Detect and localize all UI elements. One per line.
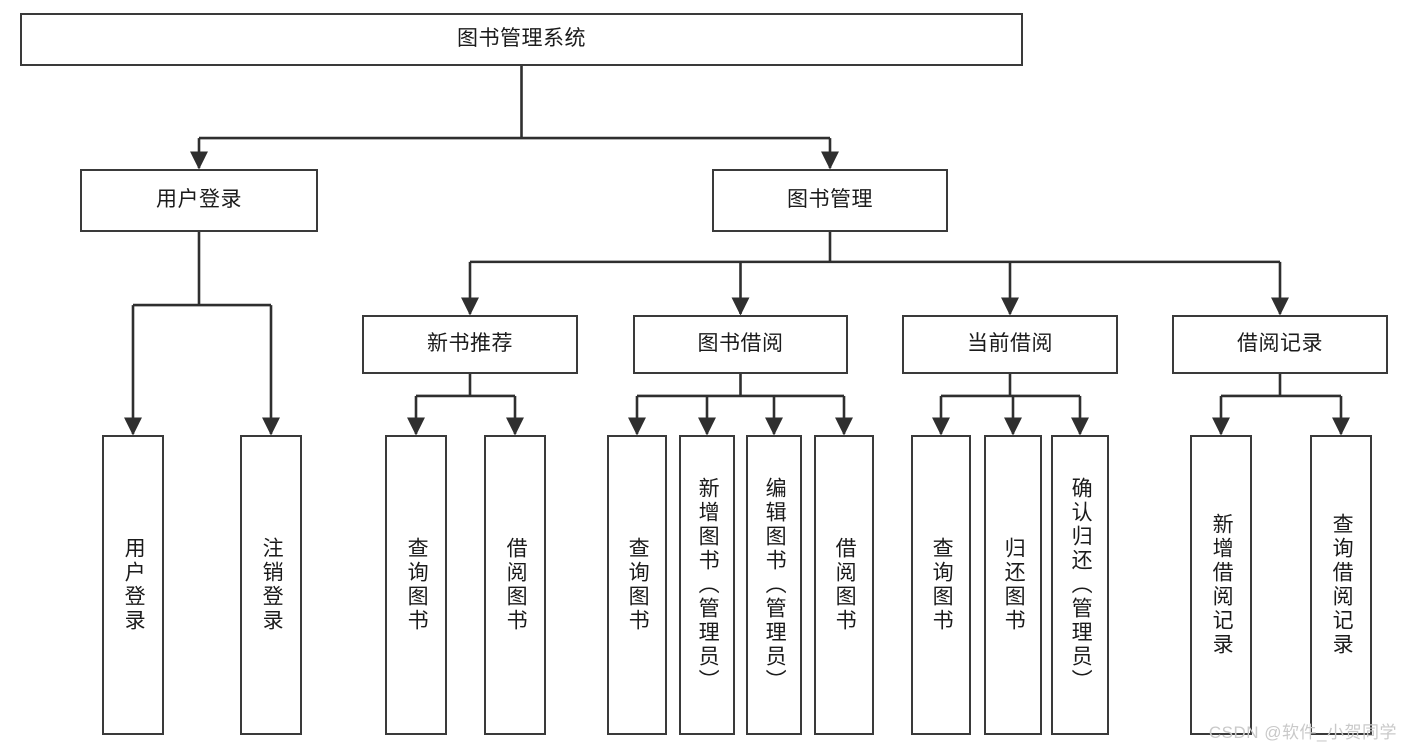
node-label-leaf_bb_add: 新增图书（管理员） — [696, 477, 720, 693]
node-leaf_rec_borrow[interactable]: 借阅图书 — [484, 435, 546, 735]
node-label-leaf_cb_return: 归还图书 — [1002, 537, 1026, 633]
node-label-leaf_bb_borrow: 借阅图书 — [833, 537, 857, 633]
node-label-book_borrow: 图书借阅 — [697, 332, 784, 356]
node-label-current_borrow: 当前借阅 — [967, 332, 1053, 356]
node-label-leaf_rec_borrow: 借阅图书 — [504, 537, 528, 633]
node-label-book_manage: 图书管理 — [787, 188, 873, 212]
node-leaf_br_add[interactable]: 新增借阅记录 — [1190, 435, 1252, 735]
node-book_manage[interactable]: 图书管理 — [712, 169, 948, 232]
node-label-leaf_cb_query: 查询图书 — [930, 537, 954, 633]
node-leaf_cb_return[interactable]: 归还图书 — [984, 435, 1042, 735]
node-label-leaf_bb_edit: 编辑图书（管理员） — [763, 477, 787, 693]
node-label-borrow_record: 借阅记录 — [1237, 332, 1323, 356]
node-leaf_br_query[interactable]: 查询借阅记录 — [1310, 435, 1372, 735]
node-new_book_rec[interactable]: 新书推荐 — [362, 315, 578, 374]
node-label-user_login: 用户登录 — [156, 188, 242, 212]
node-label-leaf_rec_query: 查询图书 — [405, 537, 429, 633]
node-label-leaf_user_login: 用户登录 — [122, 537, 146, 633]
node-borrow_record[interactable]: 借阅记录 — [1172, 315, 1388, 374]
node-label-new_book_rec: 新书推荐 — [427, 332, 513, 356]
node-leaf_bb_borrow[interactable]: 借阅图书 — [814, 435, 874, 735]
node-leaf_cb_confirm[interactable]: 确认归还（管理员） — [1051, 435, 1109, 735]
node-leaf_bb_edit[interactable]: 编辑图书（管理员） — [746, 435, 802, 735]
node-label-leaf_user_logout: 注销登录 — [260, 537, 284, 633]
node-user_login[interactable]: 用户登录 — [80, 169, 318, 232]
node-label-leaf_bb_query: 查询图书 — [626, 537, 650, 633]
watermark-label: CSDN @软件_小贺同学 — [1208, 723, 1397, 742]
node-leaf_bb_query[interactable]: 查询图书 — [607, 435, 667, 735]
node-label-leaf_br_add: 新增借阅记录 — [1210, 513, 1234, 657]
node-current_borrow[interactable]: 当前借阅 — [902, 315, 1118, 374]
node-label-leaf_br_query: 查询借阅记录 — [1330, 513, 1354, 657]
node-label-root: 图书管理系统 — [457, 27, 586, 51]
node-leaf_rec_query[interactable]: 查询图书 — [385, 435, 447, 735]
node-book_borrow[interactable]: 图书借阅 — [633, 315, 848, 374]
node-leaf_user_login[interactable]: 用户登录 — [102, 435, 164, 735]
node-leaf_cb_query[interactable]: 查询图书 — [911, 435, 971, 735]
node-leaf_bb_add[interactable]: 新增图书（管理员） — [679, 435, 735, 735]
node-leaf_user_logout[interactable]: 注销登录 — [240, 435, 302, 735]
node-label-leaf_cb_confirm: 确认归还（管理员） — [1069, 477, 1093, 693]
node-root[interactable]: 图书管理系统 — [20, 13, 1023, 66]
